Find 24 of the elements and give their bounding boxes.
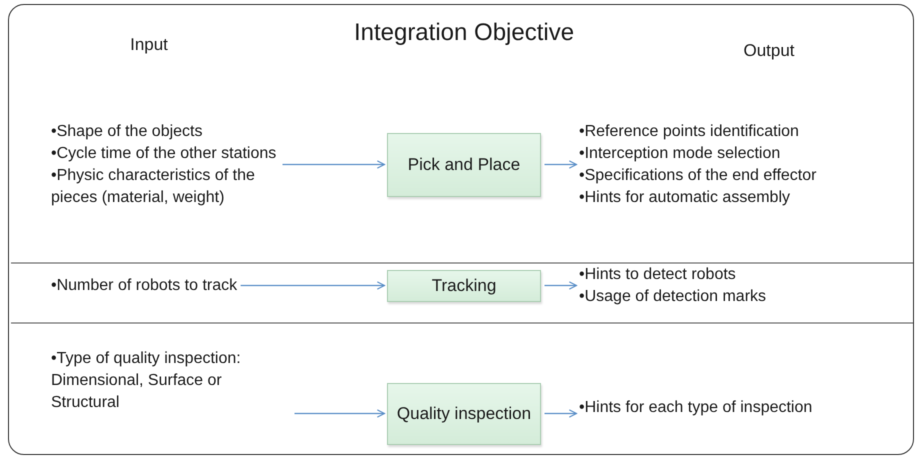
column-heading: Output — [742, 41, 796, 61]
bullet-item: •Usage of detection marks — [579, 287, 766, 307]
bullet-item: •Reference points identification — [579, 122, 800, 142]
column-heading: Input — [129, 35, 169, 55]
process-box: Tracking — [387, 270, 541, 302]
process-box: Quality inspection — [387, 383, 541, 445]
bullet-item: •Number of robots to track — [51, 276, 238, 296]
arrow — [282, 160, 386, 169]
title: Integration Objective — [352, 19, 576, 47]
bullet-item: •Hints to detect robots — [579, 265, 737, 285]
bullet-item: •Hints for automatic assembly — [579, 188, 792, 208]
arrow — [294, 409, 386, 418]
bullet-item: •Physic characteristics of the pieces (material, weight) — [51, 166, 256, 208]
bullet-item: •Interception mode selection — [579, 144, 782, 164]
bullet-item: •Specifications of the end effector — [579, 166, 816, 186]
bullet-item: •Cycle time of the other stations — [51, 144, 278, 164]
arrow — [544, 281, 578, 290]
bullet-item: •Shape of the objects — [51, 122, 204, 142]
bullet-item: •Hints for each type of inspection — [579, 398, 812, 418]
arrow — [544, 409, 578, 418]
bullet-item: •Type of quality inspection: Dimensional, Surface or Structural — [51, 349, 242, 413]
arrow — [544, 160, 578, 169]
arrow — [240, 281, 386, 290]
process-box: Pick and Place — [387, 133, 541, 197]
